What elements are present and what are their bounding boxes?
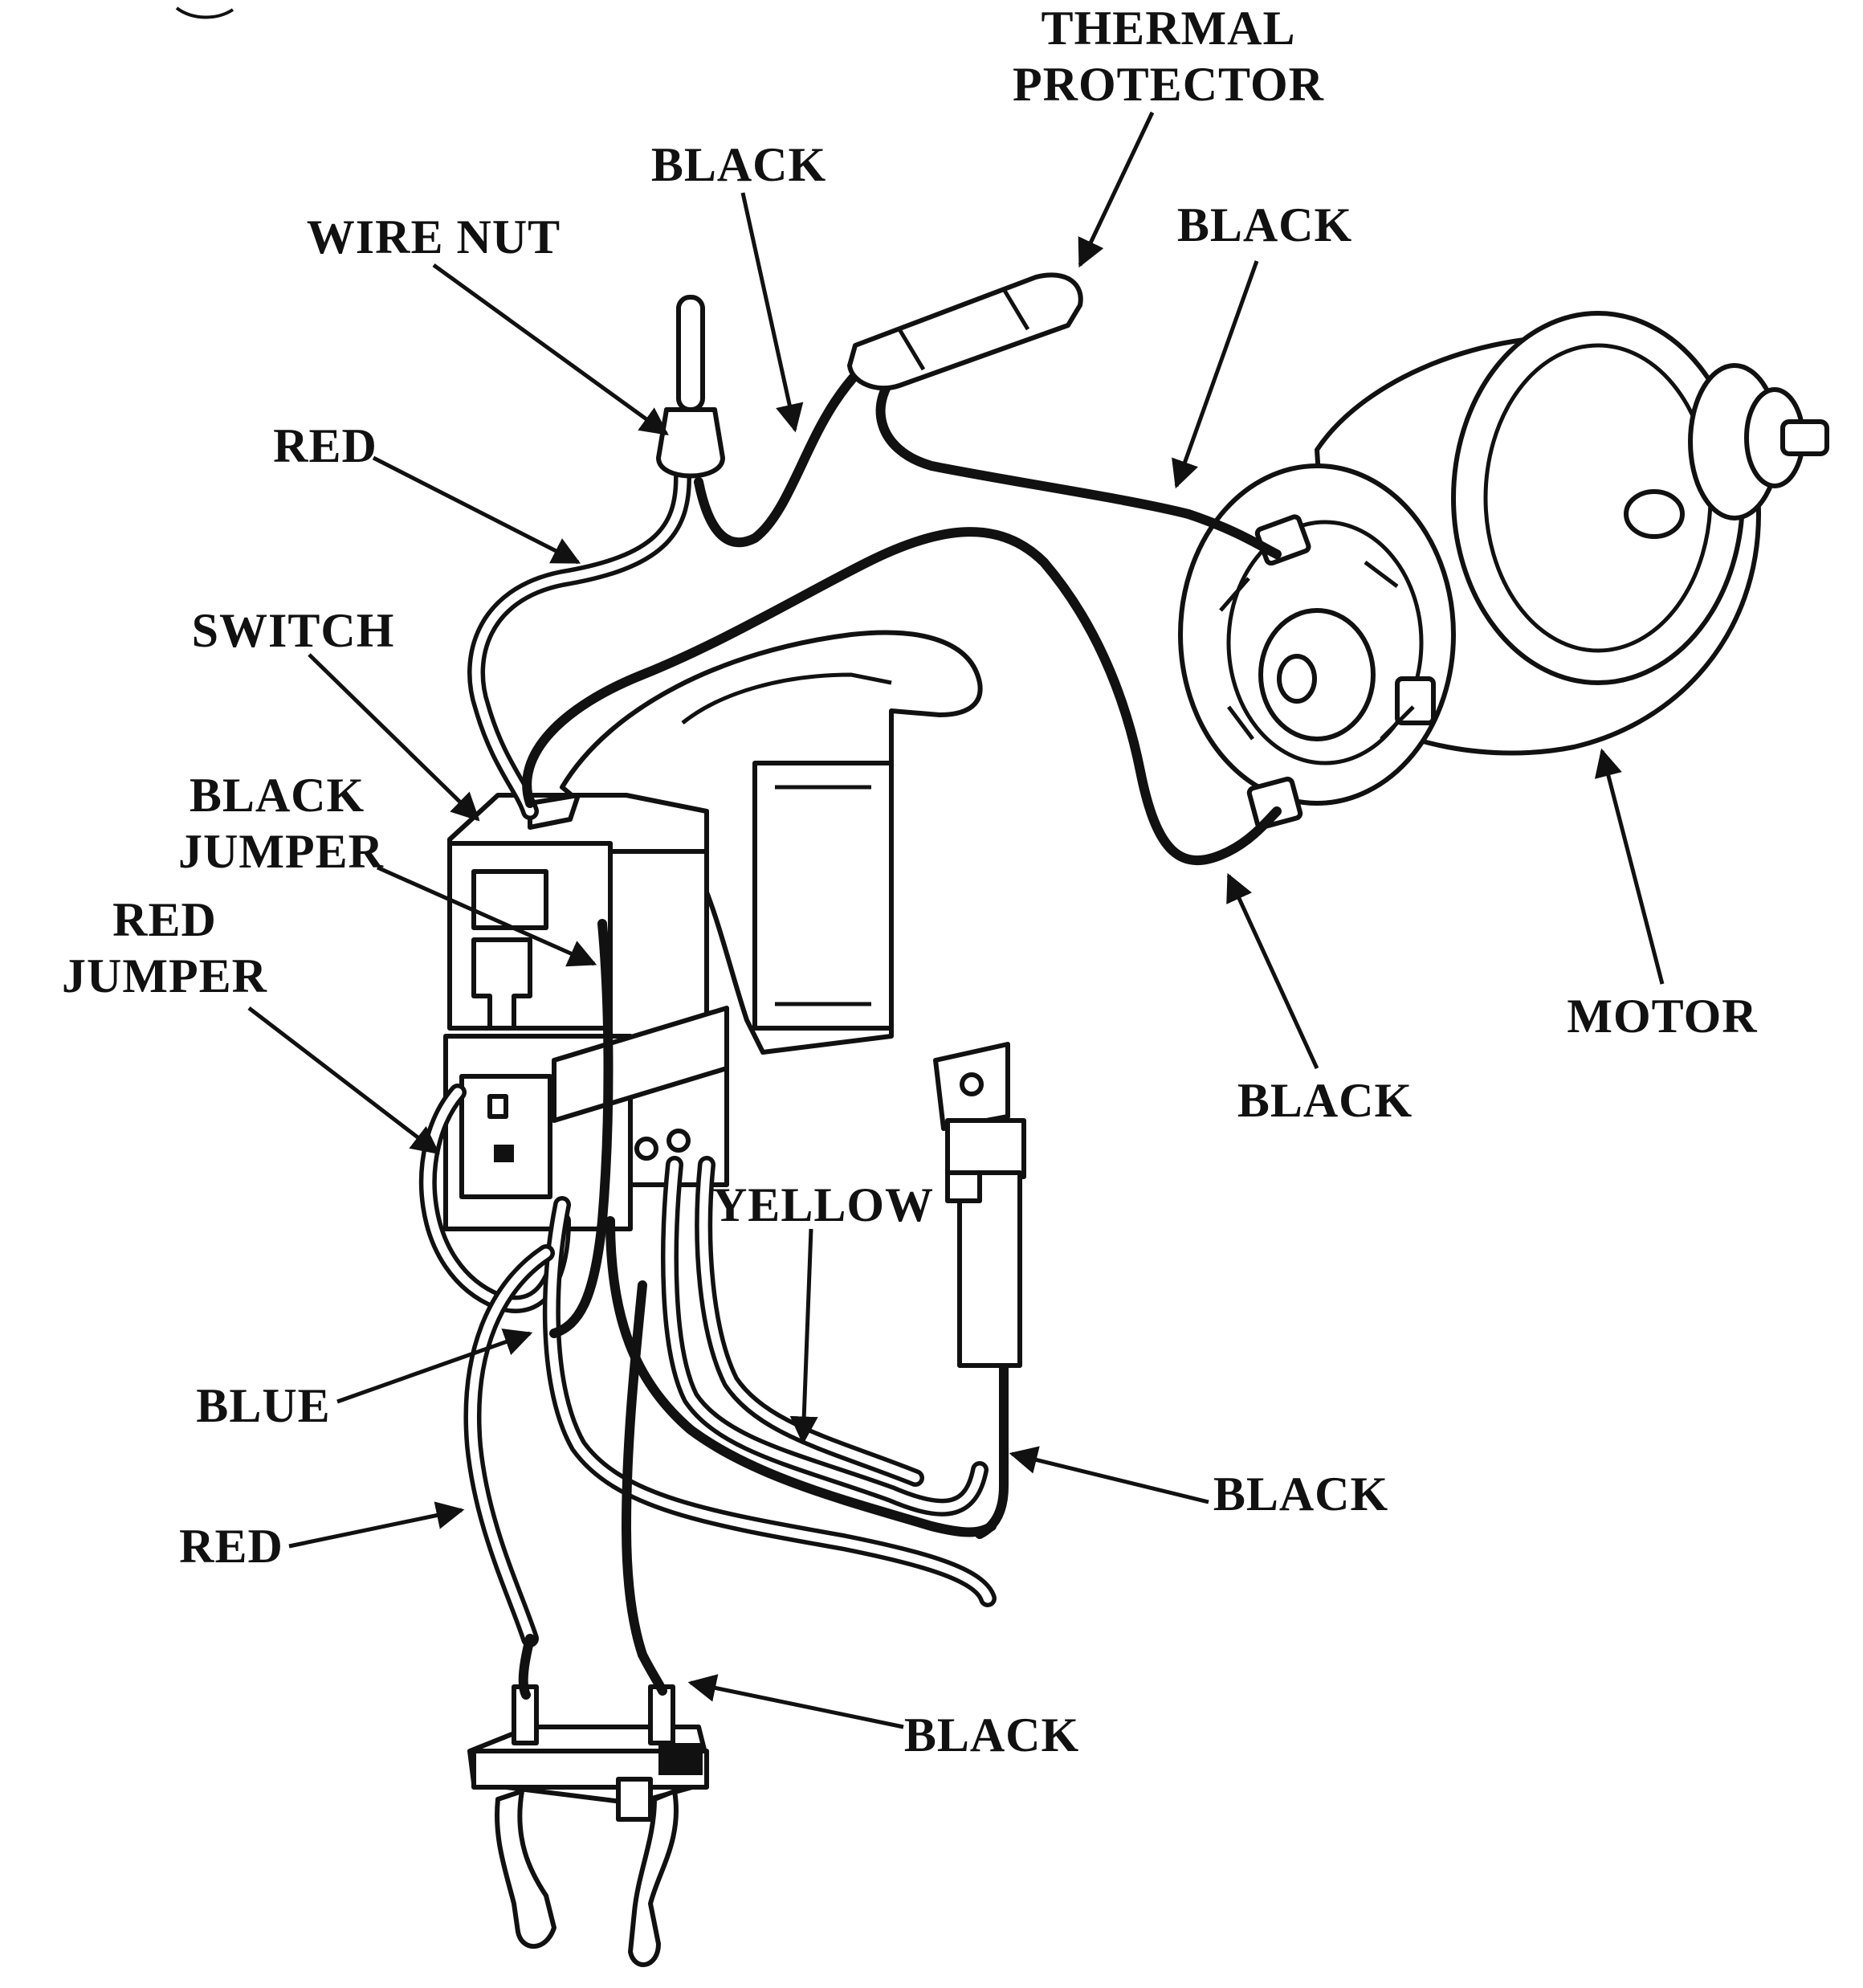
label-thermal-protector-line1: THERMAL (1041, 2, 1295, 55)
label-red-bottom: RED (179, 1520, 283, 1573)
label-black-motor-bottom: BLACK (1237, 1074, 1413, 1127)
terminal-block (467, 1634, 709, 1967)
corner-mark (175, 6, 234, 19)
label-black-motor-top: BLACK (1177, 198, 1352, 251)
label-black-top: BLACK (651, 138, 826, 191)
leader-lines (247, 111, 1665, 1729)
black-wires (522, 353, 1282, 1659)
wire-nut (656, 295, 725, 479)
cord-connector (933, 1042, 1026, 1368)
handle-housing (560, 630, 983, 1055)
label-red-top: RED (273, 419, 377, 472)
labels: THERMAL PROTECTOR BLACK WIRE NUT BLACK R… (62, 2, 1757, 1761)
label-motor: MOTOR (1567, 990, 1757, 1043)
label-yellow: YELLOW (712, 1178, 934, 1231)
label-black-jumper-line1: BLACK (190, 769, 365, 822)
motor (1178, 311, 1829, 830)
label-wire-nut: WIRE NUT (307, 210, 561, 263)
label-black-right: BLACK (1213, 1468, 1388, 1521)
label-black-jumper-line2: JUMPER (178, 825, 384, 878)
label-switch: SWITCH (192, 604, 395, 657)
thermal-protector (847, 272, 1083, 391)
switch (443, 793, 729, 1231)
label-black-bottom: BLACK (904, 1708, 1079, 1761)
label-red-jumper-line2: JUMPER (62, 949, 267, 1002)
label-blue: BLUE (196, 1379, 330, 1432)
label-red-jumper-line1: RED (112, 893, 217, 946)
label-thermal-protector-line2: PROTECTOR (1013, 58, 1324, 111)
